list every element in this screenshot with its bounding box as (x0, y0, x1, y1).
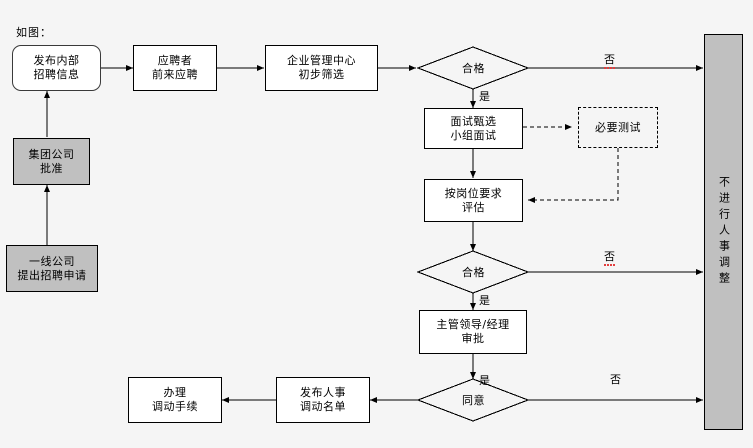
node-center-preliminary-screening[interactable]: 企业管理中心 初步筛选 (265, 45, 378, 91)
node-line-2: 小组面试 (450, 128, 497, 142)
node-manager-approval[interactable]: 主管领导/经理 审批 (419, 310, 527, 354)
decision-label: 同意 (462, 394, 485, 407)
decision-label: 合格 (462, 266, 485, 279)
edge-label-no-2: 否 (604, 248, 616, 267)
node-publish-internal-recruitment[interactable]: 发布内部 招聘信息 (12, 45, 101, 91)
edge-label-yes-3: 是 (479, 374, 491, 387)
node-necessary-test[interactable]: 必要测试 (578, 107, 658, 148)
edge-label-yes-2: 是 (479, 294, 491, 307)
decision-qualified-2[interactable]: 合格 (418, 251, 529, 293)
decision-qualified-1[interactable]: 合格 (418, 47, 529, 89)
decision-label: 合格 (462, 62, 485, 75)
node-applicants-apply[interactable]: 应聘者 前来应聘 (133, 45, 217, 91)
node-line-2: 评估 (462, 200, 485, 214)
node-line-1: 集团公司 (28, 147, 75, 161)
node-line-1: 企业管理中心 (287, 54, 356, 67)
node-publish-personnel-transfer-list[interactable]: 发布人事 调动名单 (276, 377, 370, 423)
node-line-2: 调动手续 (152, 400, 198, 413)
edge-label-yes-1: 是 (479, 90, 491, 103)
edge-label-no-1: 否 (604, 51, 616, 70)
decision-agree[interactable]: 同意 (418, 379, 529, 421)
node-line-1: 办理 (163, 386, 187, 399)
node-handle-transfer-procedures[interactable]: 办理 调动手续 (128, 377, 222, 423)
node-vertical-text: 不进行人事调整 (717, 176, 731, 288)
node-line-1: 按岗位要求 (444, 186, 503, 200)
edge-label-no-3: 否 (610, 373, 622, 386)
node-line-1: 发布内部 (33, 54, 80, 67)
node-group-company-approval[interactable]: 集团公司 批准 (13, 138, 90, 185)
node-line-1: 面试甄选 (450, 114, 497, 128)
page-caption: 如图： (16, 26, 52, 39)
node-line-1: 必要测试 (595, 120, 641, 134)
node-line-2: 初步筛选 (298, 68, 345, 81)
node-line-2: 审批 (461, 332, 485, 345)
node-no-personnel-adjustment[interactable]: 不进行人事调整 (704, 34, 743, 430)
node-line-1: 主管领导/经理 (436, 318, 510, 331)
node-post-requirement-evaluation[interactable]: 按岗位要求 评估 (424, 179, 523, 222)
node-line-2: 批准 (40, 161, 63, 175)
node-line-1: 一线公司 (29, 254, 75, 268)
node-line-2: 前来应聘 (152, 68, 198, 81)
node-line-2: 提出招聘申请 (17, 268, 87, 282)
node-interview-panel[interactable]: 面试甄选 小组面试 (424, 108, 523, 149)
node-line-2: 调动名单 (300, 400, 346, 413)
node-frontline-company-request[interactable]: 一线公司 提出招聘申请 (6, 245, 98, 292)
node-line-1: 发布人事 (300, 386, 346, 399)
node-line-1: 应聘者 (157, 54, 193, 67)
node-line-2: 招聘信息 (33, 68, 80, 81)
